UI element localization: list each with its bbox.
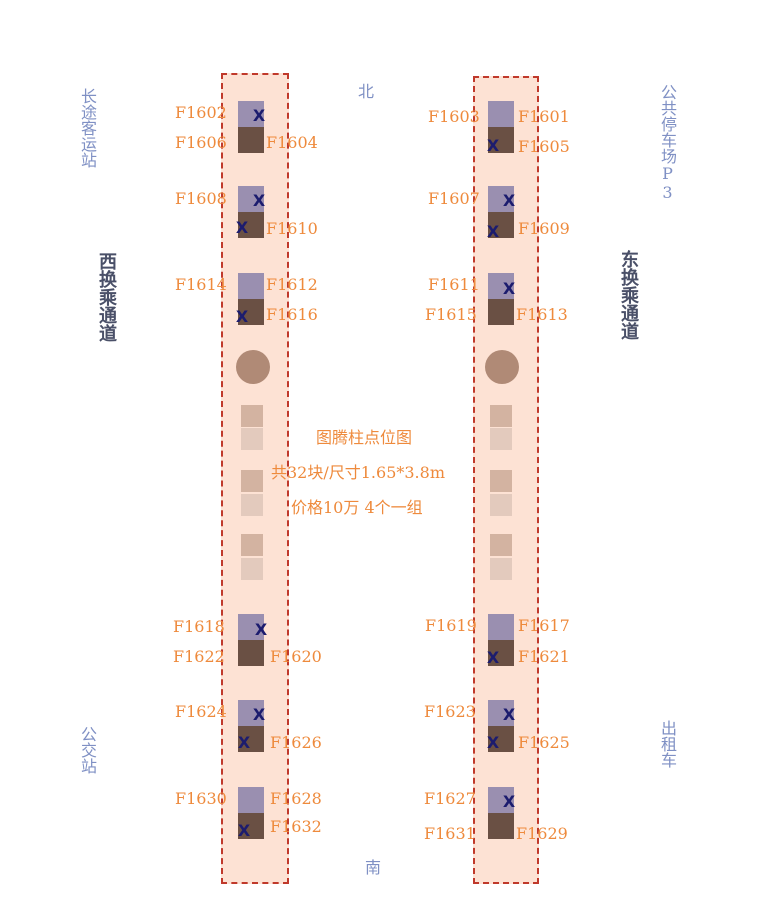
code-F1629: F1629 — [516, 824, 568, 843]
code-F1601: F1601 — [518, 107, 570, 126]
code-F1603: F1603 — [428, 107, 480, 126]
code-F1631: F1631 — [424, 824, 476, 843]
taxi-label: 出租车 — [658, 720, 677, 768]
code-F1611: F1611 — [428, 275, 480, 294]
north-label: 北 — [358, 82, 375, 101]
column-segment — [490, 428, 512, 450]
code-F1607: F1607 — [428, 189, 480, 208]
column-segment — [241, 428, 263, 450]
sold-mark: X — [252, 105, 266, 125]
code-F1620: F1620 — [270, 647, 322, 666]
code-F1604: F1604 — [266, 133, 318, 152]
column-circle — [485, 350, 519, 384]
panel-F1616 — [238, 299, 264, 325]
code-F1617: F1617 — [518, 616, 570, 635]
column-segment — [241, 494, 263, 516]
count-size-text: 共32块/尺寸1.65*3.8m — [271, 463, 445, 482]
panel-F1611 — [488, 273, 514, 299]
panel-F1602 — [238, 101, 264, 127]
sold-mark: X — [235, 217, 249, 237]
sold-mark: X — [254, 619, 268, 639]
code-F1606: F1606 — [175, 133, 227, 152]
panel-F1618 — [238, 614, 264, 640]
code-F1618: F1618 — [173, 617, 225, 636]
panel-F1606 — [238, 127, 264, 153]
code-F1623: F1623 — [424, 702, 476, 721]
code-F1602: F1602 — [175, 103, 227, 122]
column-segment — [490, 558, 512, 580]
code-F1610: F1610 — [266, 219, 318, 238]
code-F1612: F1612 — [266, 275, 318, 294]
panel-F1624 — [238, 700, 264, 726]
column-segment — [490, 534, 512, 556]
sold-mark: X — [486, 732, 500, 752]
sold-mark: X — [252, 190, 266, 210]
panel-F1610 — [238, 212, 264, 238]
column-segment — [241, 558, 263, 580]
code-F1615: F1615 — [425, 305, 477, 324]
code-F1630: F1630 — [175, 789, 227, 808]
sold-mark: X — [502, 278, 516, 298]
sold-mark: X — [486, 135, 500, 155]
panel-F1623 — [488, 700, 514, 726]
east-passage-label: 东换乘通道 — [618, 250, 639, 340]
code-F1632: F1632 — [270, 817, 322, 836]
panel-F1626 — [238, 726, 264, 752]
bus-station-label: 公交站 — [78, 726, 97, 774]
sold-mark: X — [252, 704, 266, 724]
code-F1616: F1616 — [266, 305, 318, 324]
panel-F1615 — [488, 299, 514, 325]
long-distance-bus-label: 长途客运站 — [78, 88, 97, 168]
column-circle — [236, 350, 270, 384]
panel-F1622 — [238, 640, 264, 666]
code-F1626: F1626 — [270, 733, 322, 752]
panel-F1627 — [488, 787, 514, 813]
panel-F1619 — [488, 614, 514, 640]
panel-F1605 — [488, 127, 514, 153]
code-F1622: F1622 — [173, 647, 225, 666]
column-segment — [241, 470, 263, 492]
code-F1628: F1628 — [270, 789, 322, 808]
panel-F1631 — [488, 813, 514, 839]
column-segment — [490, 470, 512, 492]
sold-mark: X — [237, 732, 251, 752]
code-F1614: F1614 — [175, 275, 227, 294]
panel-F1609 — [488, 212, 514, 238]
code-F1619: F1619 — [425, 616, 477, 635]
sold-mark: X — [235, 306, 249, 326]
column-segment — [490, 405, 512, 427]
panel-F1603 — [488, 101, 514, 127]
west-passage-label: 西换乘通道 — [96, 252, 117, 342]
public-parking-label: 公共停车场P3 — [658, 84, 677, 202]
panel-F1625 — [488, 726, 514, 752]
column-segment — [490, 494, 512, 516]
sold-mark: X — [237, 820, 251, 840]
sold-mark: X — [502, 791, 516, 811]
column-segment — [241, 534, 263, 556]
code-F1624: F1624 — [175, 702, 227, 721]
code-F1627: F1627 — [424, 789, 476, 808]
panel-F1630 — [238, 787, 264, 813]
map-title: 图腾柱点位图 — [316, 428, 413, 447]
code-F1605: F1605 — [518, 137, 570, 156]
column-segment — [241, 405, 263, 427]
panel-F1608 — [238, 186, 264, 212]
sold-mark: X — [502, 704, 516, 724]
code-F1621: F1621 — [518, 647, 570, 666]
sold-mark: X — [486, 647, 500, 667]
panel-F1614 — [238, 273, 264, 299]
code-F1609: F1609 — [518, 219, 570, 238]
code-F1613: F1613 — [516, 305, 568, 324]
sold-mark: X — [486, 221, 500, 241]
code-F1625: F1625 — [518, 733, 570, 752]
south-label: 南 — [365, 858, 382, 877]
sold-mark: X — [502, 190, 516, 210]
price-text: 价格10万 4个一组 — [291, 498, 423, 517]
panel-F1607 — [488, 186, 514, 212]
panel-F1632 — [238, 813, 264, 839]
panel-F1621 — [488, 640, 514, 666]
code-F1608: F1608 — [175, 189, 227, 208]
